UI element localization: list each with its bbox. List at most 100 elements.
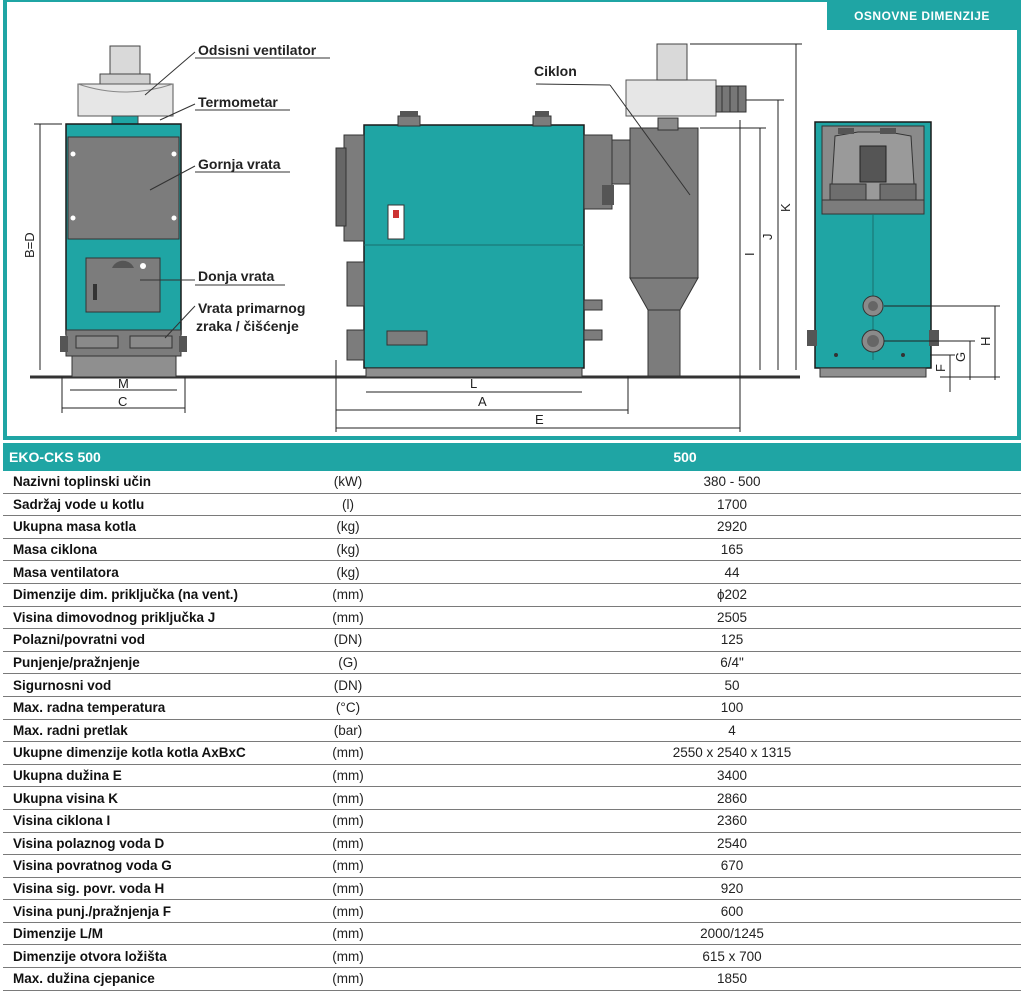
label-fan: Odsisni ventilator xyxy=(198,42,317,58)
table-row: Dimenzije dim. priključka (na vent.)(mm)… xyxy=(3,583,1021,607)
row-unit: (mm) xyxy=(313,944,383,969)
row-name: Dimenzije dim. priključka (na vent.) xyxy=(3,583,313,607)
table-row: Sigurnosni vod(DN)50 xyxy=(3,673,1021,697)
dim-c: C xyxy=(118,394,127,409)
row-value: 2550 x 2540 x 1315 xyxy=(383,741,1021,765)
table-row: Visina povratnog voda G(mm)670 xyxy=(3,854,1021,878)
row-value: 6/4" xyxy=(383,651,1021,675)
row-unit: (mm) xyxy=(313,922,383,946)
row-unit: (mm) xyxy=(313,809,383,833)
dim-bd: B=D xyxy=(22,232,37,258)
row-name: Sigurnosni vod xyxy=(3,673,313,697)
boiler-drawing: B=D M C L A E I J K H G F xyxy=(22,43,1000,432)
label-primary-door-2: zraka / čišćenje xyxy=(196,318,299,334)
row-value: 165 xyxy=(383,538,1021,562)
dim-f: F xyxy=(933,364,948,372)
value-header: 500 xyxy=(383,443,1021,471)
row-name: Punjenje/pražnjenje xyxy=(3,651,313,675)
dim-a: A xyxy=(478,394,487,409)
dim-k: K xyxy=(778,203,793,212)
dim-h: H xyxy=(978,337,993,346)
row-value: 50 xyxy=(383,673,1021,697)
row-unit: (DN) xyxy=(313,673,383,697)
row-name: Visina sig. povr. voda H xyxy=(3,877,313,901)
row-unit: (mm) xyxy=(313,764,383,788)
row-unit: (mm) xyxy=(313,606,383,630)
table-row: Ukupne dimenzije kotla kotla AxBxC(mm)25… xyxy=(3,741,1021,765)
front-view xyxy=(34,45,330,413)
row-value: 2505 xyxy=(383,606,1021,630)
label-lower-door: Donja vrata xyxy=(198,268,275,284)
dim-g: G xyxy=(953,352,968,362)
row-unit: (mm) xyxy=(313,741,383,765)
section-title: OSNOVNE DIMENZIJE xyxy=(827,2,1017,30)
row-name: Polazni/povratni vod xyxy=(3,628,313,652)
table-row: Visina polaznog voda D(mm)2540 xyxy=(3,832,1021,856)
label-primary-door-1: Vrata primarnog xyxy=(198,300,306,316)
table-row: Dimenzije L/M(mm)2000/1245 xyxy=(3,922,1021,946)
row-name: Ukupna dužina E xyxy=(3,764,313,788)
row-name: Visina dimovodnog priključka J xyxy=(3,606,313,630)
row-unit: (kW) xyxy=(313,471,383,494)
dim-m: M xyxy=(118,376,129,391)
row-unit: (mm) xyxy=(313,877,383,901)
row-name: Max. radni pretlak xyxy=(3,719,313,743)
table-row: Polazni/povratni vod(DN)125 xyxy=(3,628,1021,652)
table-row: Masa ciklona(kg)165 xyxy=(3,538,1021,562)
table-row: Visina dimovodnog priključka J(mm)2505 xyxy=(3,606,1021,630)
dim-i: I xyxy=(742,252,757,256)
row-unit: (DN) xyxy=(313,628,383,652)
row-value: 600 xyxy=(383,899,1021,923)
side-view xyxy=(335,43,802,432)
spec-table: EKO-CKS 500 500 Nazivni toplinski učin(k… xyxy=(3,443,1021,991)
model-header: EKO-CKS 500 xyxy=(3,443,383,471)
table-row: Masa ventilatora(kg)44 xyxy=(3,560,1021,584)
row-value: ϕ202 xyxy=(383,583,1021,607)
row-name: Visina povratnog voda G xyxy=(3,854,313,878)
row-value: 670 xyxy=(383,854,1021,878)
table-row: Visina sig. povr. voda H(mm)920 xyxy=(3,877,1021,901)
row-unit: (G) xyxy=(313,651,383,675)
row-name: Visina punj./pražnjenja F xyxy=(3,899,313,923)
row-name: Sadržaj vode u kotlu xyxy=(3,493,313,517)
row-unit: (mm) xyxy=(313,786,383,810)
row-value: 4 xyxy=(383,719,1021,743)
row-unit: (mm) xyxy=(313,832,383,856)
label-cyclone: Ciklon xyxy=(534,63,577,79)
row-unit: (mm) xyxy=(313,854,383,878)
rear-view xyxy=(807,121,1000,392)
row-unit: (l) xyxy=(313,493,383,517)
row-name: Visina ciklona I xyxy=(3,809,313,833)
row-name: Masa ciklona xyxy=(3,538,313,562)
row-name: Visina polaznog voda D xyxy=(3,832,313,856)
table-row: Visina ciklona I(mm)2360 xyxy=(3,809,1021,833)
row-value: 615 x 700 xyxy=(383,944,1021,969)
label-upper-door: Gornja vrata xyxy=(198,156,281,172)
table-row: Dimenzije otvora ložišta(mm)615 x 700 xyxy=(3,944,1021,969)
row-unit: (kg) xyxy=(313,515,383,539)
row-value: 2000/1245 xyxy=(383,922,1021,946)
dim-l: L xyxy=(470,376,477,391)
table-row: Sadržaj vode u kotlu(l)1700 xyxy=(3,493,1021,517)
row-name: Ukupne dimenzije kotla kotla AxBxC xyxy=(3,741,313,765)
row-name: Dimenzije L/M xyxy=(3,922,313,946)
row-value: 100 xyxy=(383,696,1021,720)
row-unit: (mm) xyxy=(313,583,383,607)
dim-j: J xyxy=(760,234,775,241)
table-row: Punjenje/pražnjenje(G)6/4" xyxy=(3,651,1021,675)
row-unit: (bar) xyxy=(313,719,383,743)
table-row: Ukupna dužina E(mm)3400 xyxy=(3,764,1021,788)
row-name: Masa ventilatora xyxy=(3,560,313,584)
row-name: Dimenzije otvora ložišta xyxy=(3,944,313,969)
spec-header-row: EKO-CKS 500 500 xyxy=(3,443,1021,471)
table-row: Nazivni toplinski učin(kW)380 - 500 xyxy=(3,471,1021,494)
table-row: Visina punj./pražnjenja F(mm)600 xyxy=(3,899,1021,923)
row-unit: (kg) xyxy=(313,560,383,584)
table-row: Max. radni pretlak(bar)4 xyxy=(3,719,1021,743)
row-name: Max. radna temperatura xyxy=(3,696,313,720)
table-row: Ukupna visina K(mm)2860 xyxy=(3,786,1021,810)
row-value: 380 - 500 xyxy=(383,471,1021,494)
row-unit: (°C) xyxy=(313,696,383,720)
